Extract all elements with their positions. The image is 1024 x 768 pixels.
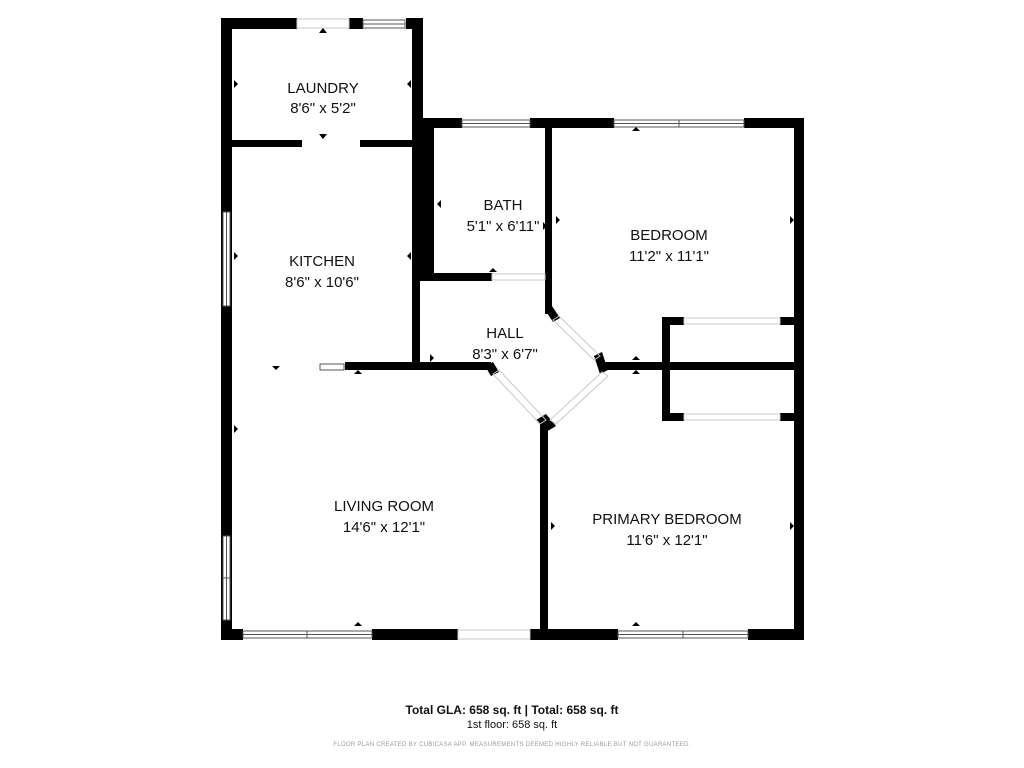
room-name: PRIMARY BEDROOM bbox=[592, 511, 741, 528]
dimension-markers bbox=[234, 28, 794, 626]
disclaimer: FLOOR PLAN CREATED BY CUBICASA APP. MEAS… bbox=[333, 742, 691, 748]
room-name: LIVING ROOM bbox=[334, 498, 434, 515]
room-name: BATH bbox=[484, 197, 523, 214]
room-dimensions: 8'3" x 6'7" bbox=[472, 346, 538, 363]
room-primary-bedroom: PRIMARY BEDROOM 11'6" x 12'1" bbox=[592, 511, 741, 549]
room-living: LIVING ROOM 14'6" x 12'1" bbox=[334, 498, 434, 536]
room-name: LAUNDRY bbox=[287, 80, 358, 97]
room-name: HALL bbox=[486, 325, 524, 342]
floor-area: 1st floor: 658 sq. ft bbox=[466, 719, 558, 731]
room-bath: BATH 5'1" x 6'11" bbox=[467, 197, 540, 235]
room-dimensions: 11'2" x 11'1" bbox=[629, 248, 709, 265]
door-openings bbox=[296, 18, 781, 640]
room-dimensions: 14'6" x 12'1" bbox=[343, 519, 425, 536]
room-hall: HALL 8'3" x 6'7" bbox=[472, 325, 538, 363]
room-dimensions: 5'1" x 6'11" bbox=[467, 218, 540, 235]
room-dimensions: 8'6" x 5'2" bbox=[290, 100, 356, 117]
room-dimensions: 11'6" x 12'1" bbox=[626, 532, 707, 549]
total-area: Total GLA: 658 sq. ft | Total: 658 sq. f… bbox=[405, 703, 619, 717]
room-name: BEDROOM bbox=[630, 227, 708, 244]
floor-plan: LAUNDRY 8'6" x 5'2" BATH 5'1" x 6'11" BE… bbox=[221, 18, 804, 640]
room-bedroom: BEDROOM 11'2" x 11'1" bbox=[629, 227, 709, 265]
room-laundry: LAUNDRY 8'6" x 5'2" bbox=[287, 80, 358, 117]
room-name: KITCHEN bbox=[289, 253, 355, 270]
windows bbox=[222, 19, 749, 639]
room-kitchen: KITCHEN 8'6" x 10'6" bbox=[285, 253, 359, 291]
room-dimensions: 8'6" x 10'6" bbox=[285, 274, 359, 291]
wall-stub bbox=[319, 363, 345, 371]
